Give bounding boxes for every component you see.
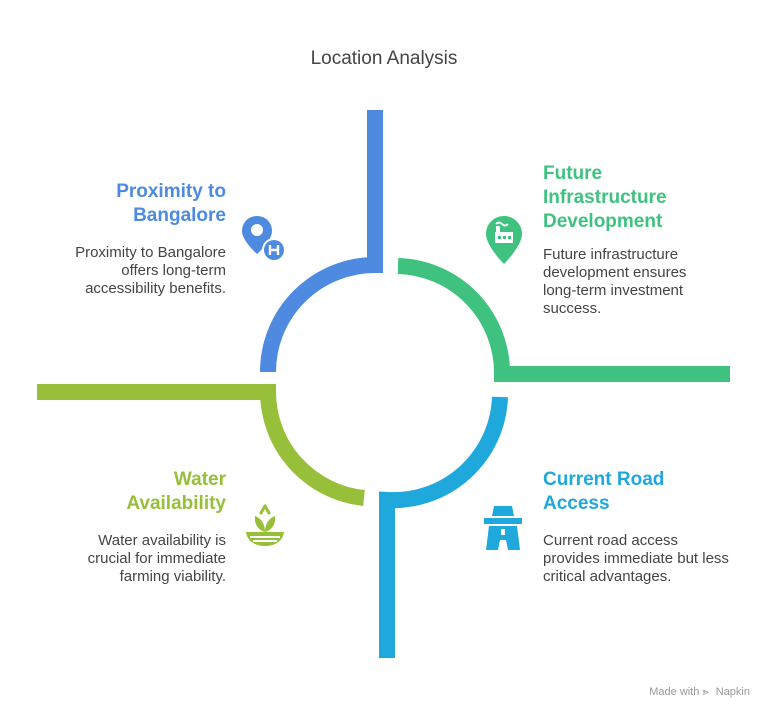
proximity-desc-line: accessibility benefits. [85,280,226,297]
road-heading-line: Current Road [543,469,665,490]
proximity-desc-line: Proximity to Bangalore [75,244,226,261]
infrastructure-description: Future infrastructure development ensure… [543,246,753,318]
infrastructure-heading-line: Infrastructure [543,187,667,208]
blue-arc [260,110,383,373]
water-description: Water availability is crucial for immedi… [20,532,226,586]
infrastructure-desc-line: development ensures [543,264,687,281]
olive-arc [37,384,365,506]
road-heading-line: Access [543,493,610,514]
footer-watermark: Made with ⪢ Napkin [649,686,750,699]
page-title: Location Analysis [310,48,458,69]
road-desc-line: critical advantages. [543,568,672,585]
road-heading: Current Road Access [543,468,753,516]
napkin-logo-icon: ⪢ [702,686,709,698]
proximity-desc-line: offers long-term [121,262,226,279]
brand-label: Napkin [715,686,750,698]
made-with-label: Made with [649,686,700,698]
water-heading: Water Availability [40,468,226,516]
road-desc-line: provides immediate but less [543,550,729,567]
factory-pin-icon [486,216,522,264]
water-desc-line: crucial for immediate [87,550,226,567]
infrastructure-desc-line: success. [543,300,602,317]
water-heading-line: Availability [126,493,226,514]
plant-bowl-icon [246,504,284,546]
proximity-heading: Proximity to Bangalore [40,180,226,228]
road-description: Current road access provides immediate b… [543,532,758,586]
proximity-description: Proximity to Bangalore offers long-term … [20,244,226,298]
location-hospital-pin-icon [242,216,286,262]
road-icon [484,506,522,550]
water-desc-line: farming viability. [119,568,226,585]
infrastructure-heading-line: Future [543,163,603,184]
road-desc-line: Current road access [543,532,679,549]
green-arc [397,258,730,382]
proximity-heading-line: Proximity to [116,181,226,202]
infrastructure-desc-line: long-term investment [543,282,684,299]
water-heading-line: Water [173,469,226,490]
infrastructure-heading-line: Development [543,211,663,232]
infrastructure-heading: Future Infrastructure Development [543,162,753,234]
teal-arc [379,396,508,658]
proximity-heading-line: Bangalore [133,205,226,226]
water-desc-line: Water availability is [98,532,226,549]
infrastructure-desc-line: Future infrastructure [543,246,679,263]
